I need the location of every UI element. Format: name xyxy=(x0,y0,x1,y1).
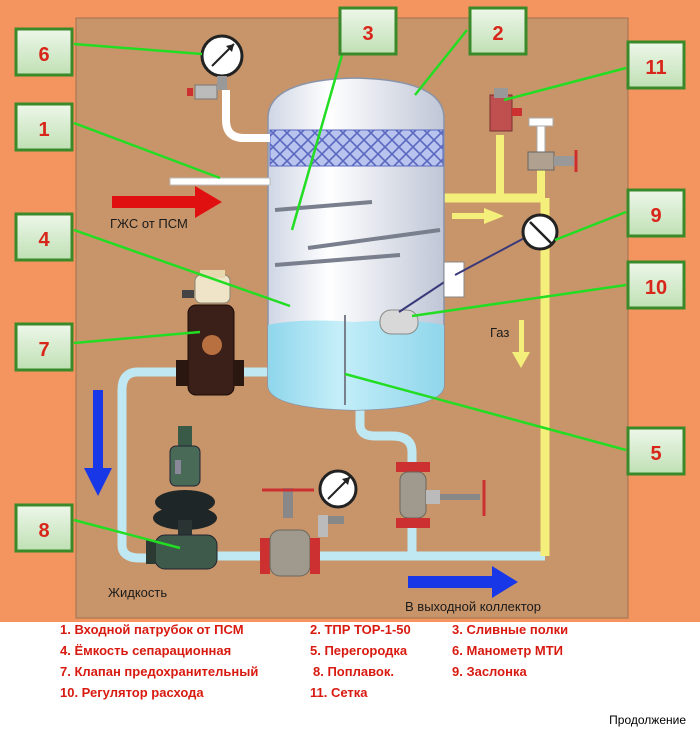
pressure-gauge-mti xyxy=(187,34,270,142)
legend-item: 5. Перегородка xyxy=(310,643,408,658)
footer-note: Продолжение xyxy=(609,713,686,727)
legend-item: 10. Регулятор расхода xyxy=(60,685,204,700)
callout-label: 2 xyxy=(492,23,503,45)
drain-shelf xyxy=(274,253,401,267)
callout-label: 10 xyxy=(645,277,667,299)
callout-label: 8 xyxy=(38,520,49,542)
legend-row: 7. Клапан предохранительный 8. Поплавок.… xyxy=(60,664,620,685)
legend: 1. Входной патрубок от ПСМ 2. ТПР ТОР-1-… xyxy=(60,622,620,706)
legend-item: 11. Сетка xyxy=(310,685,368,700)
flow-arrows xyxy=(84,186,530,598)
callout-1: 1 xyxy=(14,102,74,152)
drain-shelf xyxy=(307,228,441,250)
callout-2: 2 xyxy=(468,6,528,56)
callout-boxes: 6 3 2 11 1 9 4 10 xyxy=(14,6,686,553)
gas-right-arrow xyxy=(452,208,504,224)
legend-item: 9. Заслонка xyxy=(452,664,527,679)
flow-regulator xyxy=(146,426,218,570)
drain-shelf xyxy=(274,200,373,212)
callout-11: 11 xyxy=(626,40,686,90)
callout-10: 10 xyxy=(626,260,686,310)
callout-label: 5 xyxy=(650,443,661,465)
callout-label: 7 xyxy=(38,339,49,361)
legend-item: 7. Клапан предохранительный xyxy=(60,664,259,679)
label-liquid: Жидкость xyxy=(108,585,167,600)
label-inlet: ГЖС от ПСМ xyxy=(110,216,188,231)
legend-item: 3. Сливные полки xyxy=(452,622,569,637)
gate-valve-bottom xyxy=(260,469,358,577)
legend-item: 6. Манометр МТИ xyxy=(452,643,564,658)
legend-row: 10. Регулятор расхода 11. Сетка xyxy=(60,685,620,706)
liquid-down-arrow xyxy=(84,390,112,496)
gas-down-arrow xyxy=(512,320,530,368)
callout-3: 3 xyxy=(338,6,398,56)
mesh-element xyxy=(269,129,444,167)
legend-item: 8. Поплавок. xyxy=(313,664,394,679)
callout-label: 3 xyxy=(362,23,373,45)
callout-9: 9 xyxy=(626,188,686,238)
damper-gauge xyxy=(521,213,559,251)
callout-label: 9 xyxy=(650,205,661,227)
safety-valve-top xyxy=(489,88,578,172)
callout-label: 11 xyxy=(645,57,666,79)
legend-row: 1. Входной патрубок от ПСМ 2. ТПР ТОР-1-… xyxy=(60,622,620,643)
legend-item: 4. Ёмкость сепарационная xyxy=(60,643,232,658)
outlet-arrow xyxy=(408,566,518,598)
float xyxy=(379,309,419,335)
callout-4: 4 xyxy=(14,212,74,262)
legend-item: 1. Входной патрубок от ПСМ xyxy=(60,622,244,637)
callout-label: 1 xyxy=(38,119,49,141)
callout-6: 6 xyxy=(14,27,74,77)
callout-7: 7 xyxy=(14,322,74,372)
label-outlet: В выходной коллектор xyxy=(405,599,541,614)
callout-8: 8 xyxy=(14,503,74,553)
callout-label: 6 xyxy=(38,44,49,66)
inlet-arrow xyxy=(112,186,222,218)
legend-item: 2. ТПР ТОР-1-50 xyxy=(310,622,411,637)
callout-label: 4 xyxy=(38,229,50,251)
legend-row: 4. Ёмкость сепарационная 5. Перегородка … xyxy=(60,643,620,664)
callout-5: 5 xyxy=(626,426,686,476)
gate-valve-right xyxy=(396,462,486,528)
label-gas: Газ xyxy=(490,325,509,340)
